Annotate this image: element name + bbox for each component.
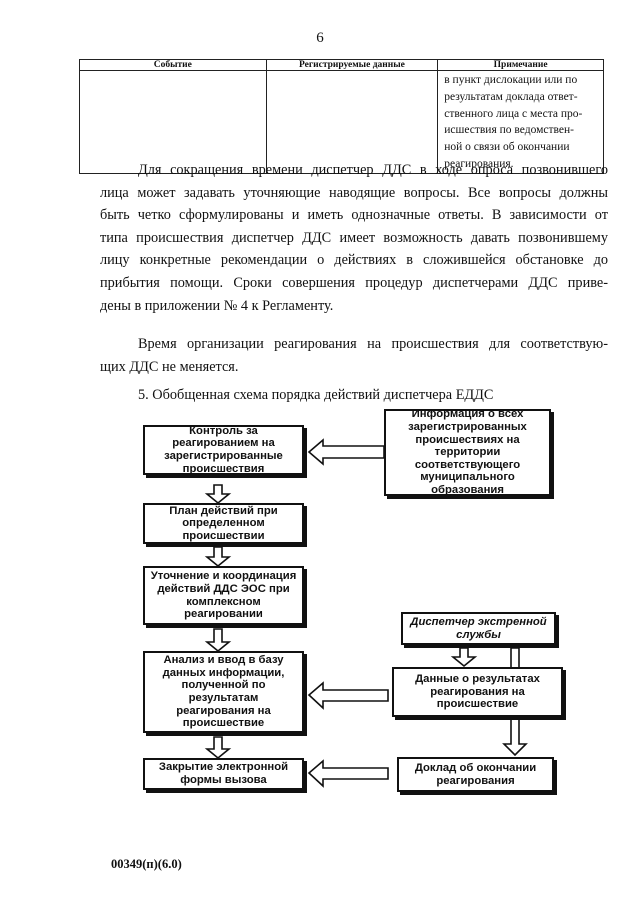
note-line: в пункт дислокации или по [444, 74, 578, 86]
box-results: Данные о результатах реагирования на про… [392, 667, 563, 717]
note-line: ственного лица с места про- [444, 107, 583, 120]
events-table: Событие Регистрируемые данные Примечание… [79, 59, 604, 174]
table-row: в пункт дислокации или по результатам до… [79, 70, 604, 174]
note-line: ной о связи об окончании [444, 141, 570, 154]
box-control: Контроль за реагированием на зарегистрир… [143, 425, 304, 475]
table-cell-event [79, 70, 267, 174]
section-heading: 5. Обобщенная схема порядка действий дис… [138, 387, 494, 403]
column-header-note: Примечание [437, 59, 604, 71]
paragraph-line: лица может задавать уточняющие наводящие… [100, 184, 608, 201]
table-cell-note: в пункт дислокации или по результатам до… [437, 70, 604, 174]
arrow-coordination-to-analysis [204, 628, 232, 653]
box-info: Информация о всех зарегистрированных про… [384, 408, 551, 496]
table-cell-data [265, 70, 439, 174]
note-line: исшествия по ведомствен- [444, 124, 574, 137]
paragraph-line: дены в приложении № 4 к Регламенту. [100, 297, 334, 314]
box-coordination: Уточнение и координация действий ДДС ЭОС… [143, 566, 304, 625]
arrow-analysis-to-close [204, 736, 232, 760]
note-line: реагирования. [444, 157, 514, 170]
paragraph-line: Для сокращения времени диспетчер ДДС в х… [138, 162, 608, 178]
page-number: 6 [316, 30, 324, 46]
paragraph-1: Для сокращения времени диспетчер ДДС в х… [100, 159, 608, 317]
arrow-dispatcher-to-results [450, 647, 478, 668]
paragraph-line: Время организации реагирования на происш… [138, 336, 608, 352]
box-plan: План действий при определенном происшест… [143, 503, 304, 544]
paragraph-line: быть четко сформулированы и иметь однозн… [100, 207, 608, 224]
arrow-control-to-plan [204, 484, 232, 505]
arrow-info-to-control [307, 438, 385, 466]
paragraph-2: Время организации реагирования на происш… [100, 333, 608, 378]
box-analysis: Анализ и ввод в базу данных информации, … [143, 651, 304, 733]
box-report: Доклад об окончании реагирования [397, 757, 554, 792]
paragraph-line: лицу конкретные рекомендации о действиях… [100, 252, 608, 269]
paragraph-line: типа происшествия диспетчер ДДС имеет во… [100, 229, 608, 246]
box-dispatcher: Диспетчер экстренной службы [401, 612, 556, 645]
table-header-row: Событие Регистрируемые данные Примечание [79, 59, 604, 71]
note-line: результатам доклада ответ- [444, 90, 578, 103]
document-code: 00349(п)(6.0) [111, 857, 182, 871]
arrow-plan-to-coordination [204, 546, 232, 568]
arrow-report-to-close [307, 759, 389, 788]
arrow-results-to-analysis [307, 681, 389, 710]
box-close: Закрытие электронной формы вызова [143, 758, 304, 790]
paragraph-line: прибытия помощи. Сроки совершения процед… [100, 274, 608, 291]
paragraph-line: щих ДДС не меняется. [100, 358, 239, 375]
